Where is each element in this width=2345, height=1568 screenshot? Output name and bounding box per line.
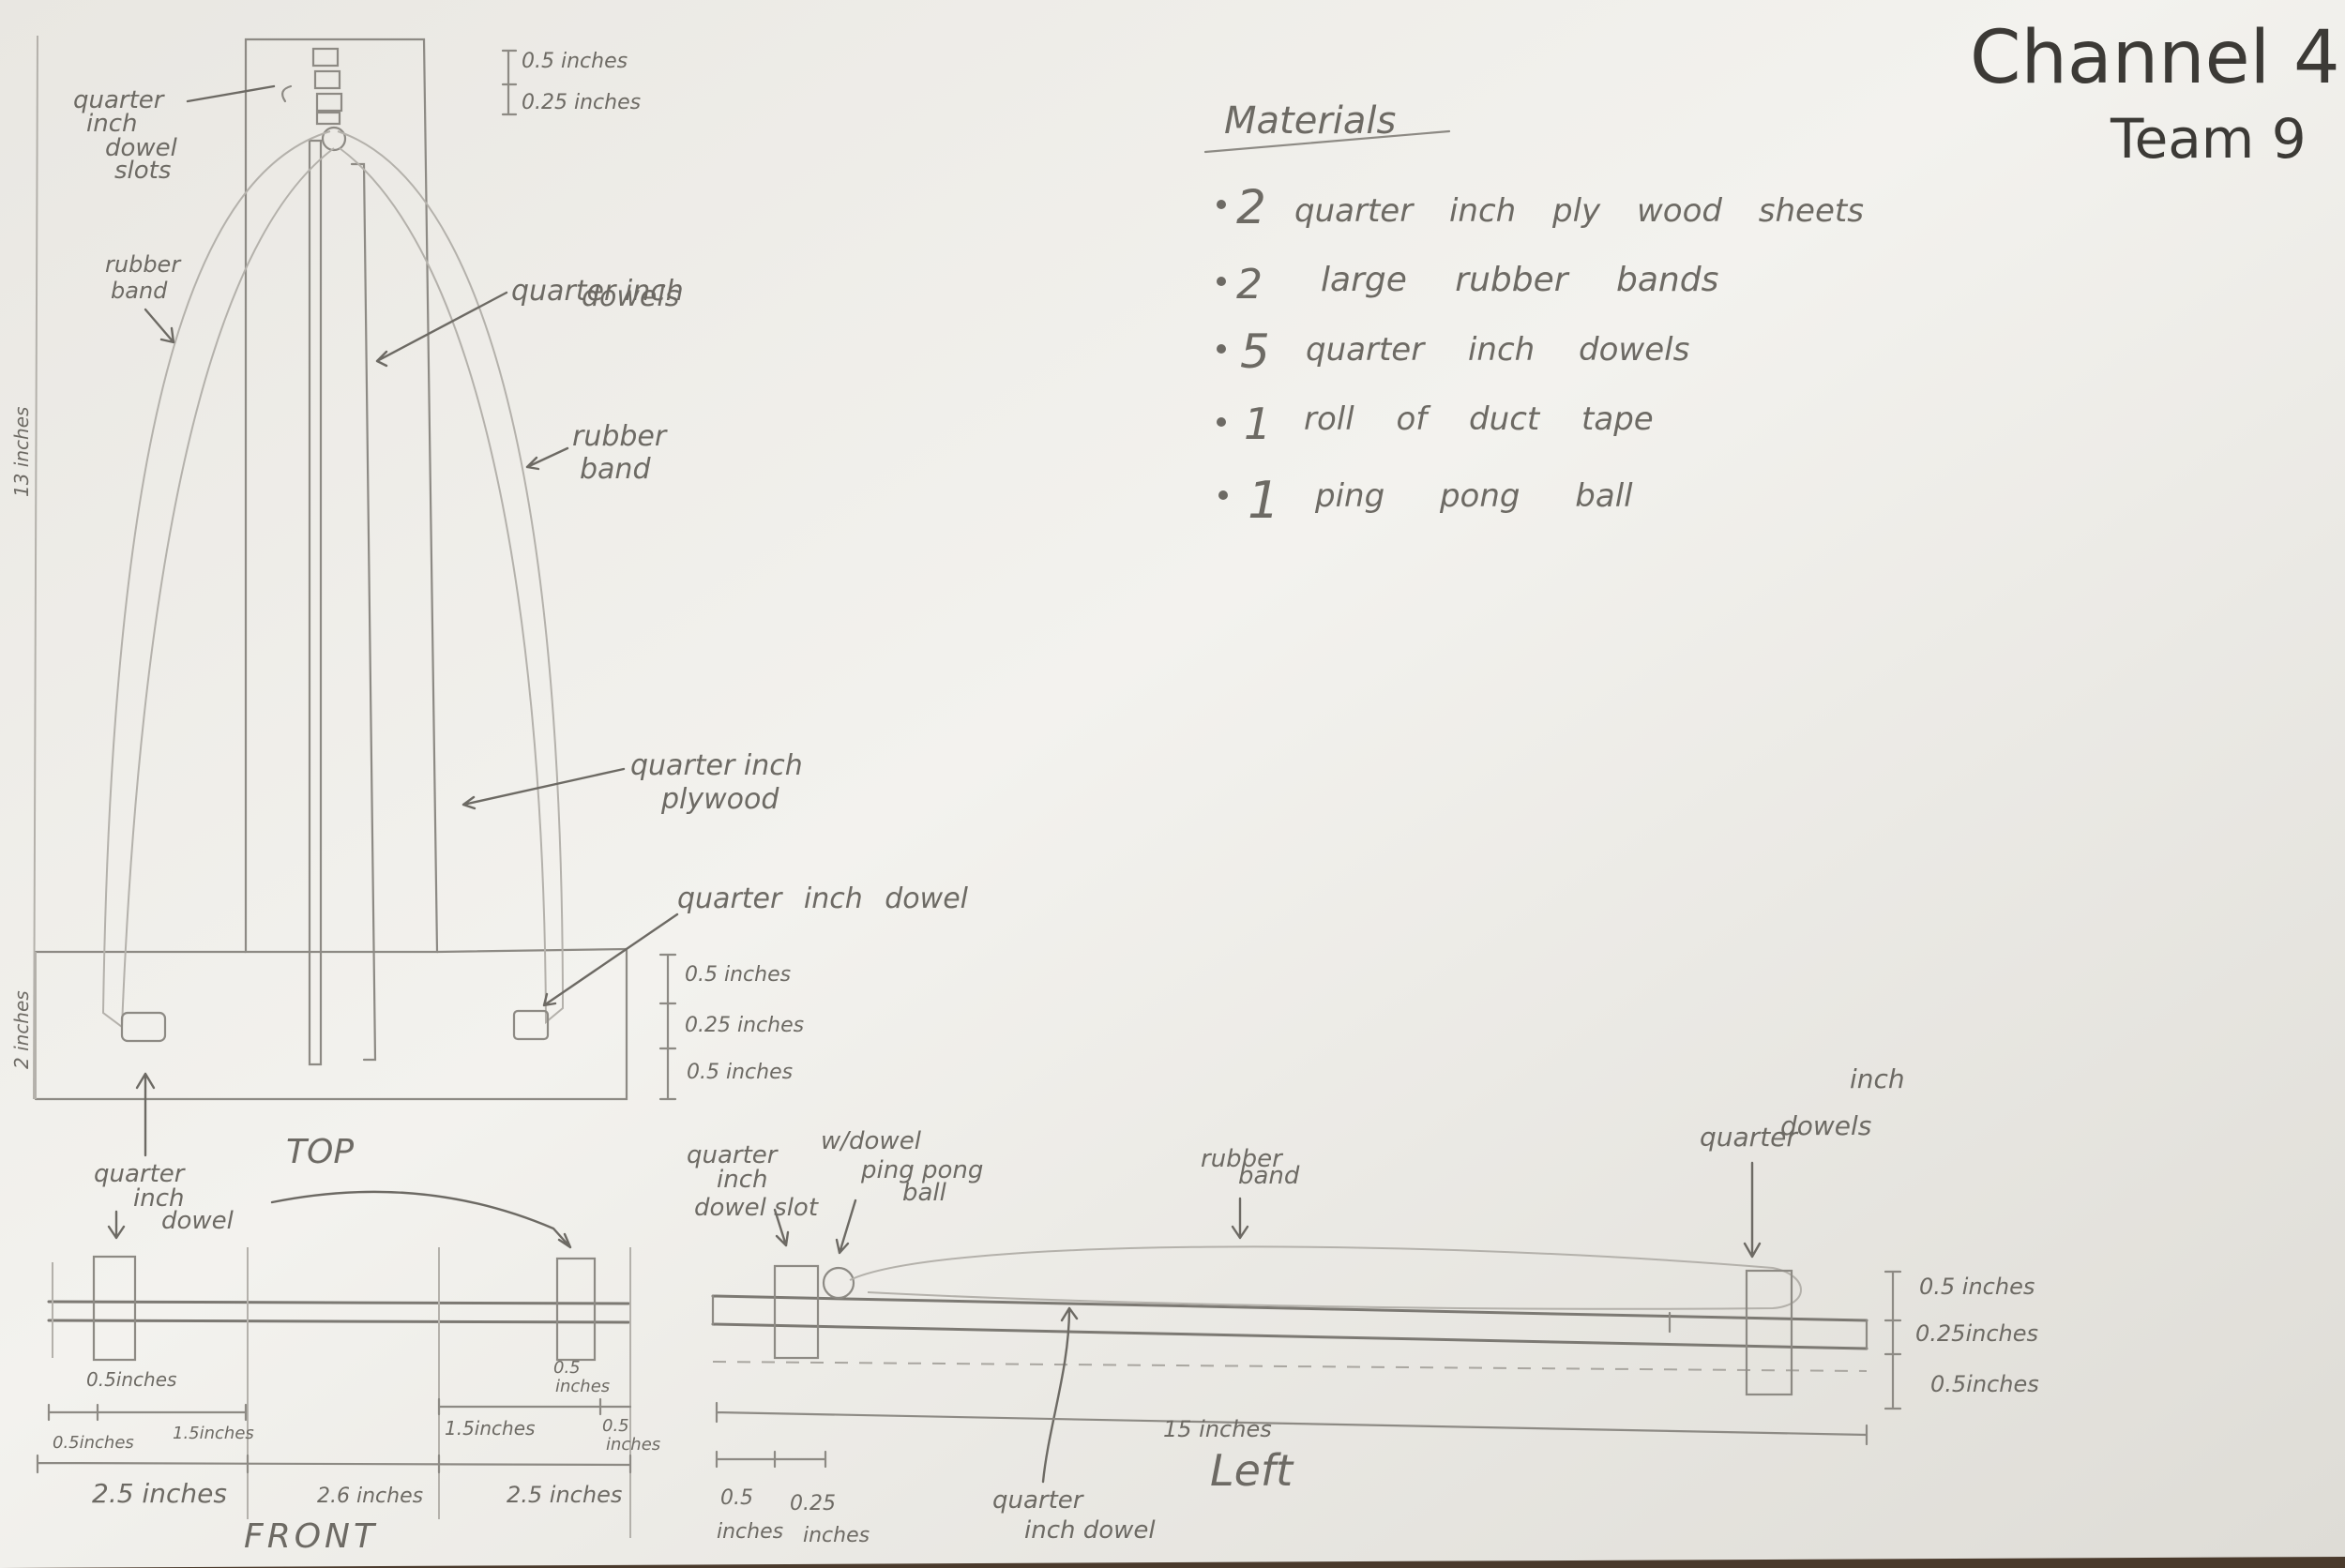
label-ping-pong-ball: w/dowel ping pong ball (821, 1127, 991, 1207)
dim-left-15: 15 inches (1163, 1416, 1272, 1442)
svg-text:quarter inch ply wood sheets: quarter inch ply wood sheets (1294, 192, 1864, 230)
plywood-base (34, 947, 628, 1101)
svg-text:quarter inch dowels: quarter inch dowels (1306, 331, 1689, 369)
left-slot (773, 1264, 820, 1360)
front-slot-right (555, 1257, 597, 1362)
materials-item-4: 1 roll of duct tape (1217, 399, 1654, 449)
dim-height-2: 2 inches (10, 990, 33, 1069)
label-rubber-band: rubber band (1201, 1145, 1300, 1190)
label-quarter-inch-dowels-left: quarter inch dowels (1700, 1063, 1914, 1153)
svg-text:5: 5 (1240, 324, 1270, 379)
svg-text:large rubber bands: large rubber bands (1321, 261, 1718, 299)
dim-left-0-25: 0.25inches (1915, 1320, 2038, 1347)
svg-text:2: 2 (1236, 180, 1266, 234)
ping-pong-ball-left (822, 1266, 855, 1300)
left-view-label: Left (1210, 1445, 1294, 1496)
svg-text:1: 1 (1248, 471, 1279, 530)
front-plank-bottom (47, 1319, 630, 1324)
dim-front-0-5-b: 0.5 inches (602, 1416, 660, 1455)
svg-text:2: 2 (1236, 261, 1263, 309)
dim-front-2-5-left: 2.5 inches (92, 1478, 227, 1509)
dim-base-0-5: 0.5 inches (685, 963, 791, 987)
dim-front-slot-left: 0.5inches (86, 1368, 176, 1391)
dim-front-slot-right: 0.5 inches (553, 1358, 610, 1396)
team-label: Team 9 (2110, 107, 2307, 171)
svg-text:ping pong ball: ping pong ball (1314, 477, 1633, 515)
title: Channel 4 News (1970, 16, 2345, 100)
label-rubber-band-left: rubber band (105, 251, 188, 304)
dim-front-2-5-right: 2.5 inches (507, 1482, 622, 1508)
front-view-label: FRONT (244, 1517, 378, 1556)
header: Channel 4 News Team 9 (1970, 16, 2345, 171)
materials-item-3: 5 quarter inch dowels (1217, 324, 1689, 379)
dim-base-0-25: 0.25 inches (685, 1014, 804, 1037)
dim-front-0-5: 0.5inches (53, 1433, 134, 1453)
materials-item-1: 2 quarter inch ply wood sheets (1217, 180, 1864, 234)
dim-top-0-25: 0.25 inches (522, 91, 641, 114)
center-dowel-left (308, 139, 323, 1066)
label-quarter-inch-plywood: quarter inch plywood (630, 749, 811, 816)
svg-text:roll of duct tape: roll of duct tape (1304, 400, 1654, 438)
left-dowel-block (1745, 1269, 1793, 1396)
label-quarter-inch-dowels: quarter inch dowels (511, 275, 692, 313)
svg-text:1: 1 (1244, 399, 1271, 449)
front-plank-top (47, 1300, 630, 1305)
rubber-band-left-view (849, 1245, 1802, 1310)
dim-left-slot-0-25: 0.25 inches (790, 1492, 870, 1547)
rubber-band-left (101, 130, 335, 1029)
left-plank-top (711, 1294, 1868, 1322)
left-view-drawing: quarter inch dowel slot w/dowel ping pon… (687, 1063, 2039, 1547)
base-dowel-left (120, 1011, 167, 1043)
dim-left-0-5: 0.5 inches (1919, 1274, 2035, 1300)
top-view-label: TOP (286, 1133, 354, 1171)
materials-heading: Materials (1224, 99, 1396, 143)
materials-item-2: 2 large rubber bands (1217, 261, 1718, 309)
dim-base-0-5-b: 0.5 inches (687, 1061, 793, 1084)
label-quarter-inch-dowel-right: quarter inch dowel (677, 882, 969, 915)
materials-list: Materials 2 quarter inch ply wood sheets… (1203, 99, 1864, 530)
label-left-slot: quarter inch dowel slot (687, 1141, 819, 1222)
label-quarter-inch-dowel-left: quarter inch dowel (94, 1160, 234, 1235)
dim-height-13: 13 inches (10, 407, 33, 497)
top-view-drawing: quarter inch dowel slots rubber band qua… (10, 35, 969, 1235)
front-view-drawing: 0.5inches 0.5 inches 0.5inches 1.5inches… (36, 1190, 660, 1556)
dim-top-0-5: 0.5 inches (522, 50, 628, 73)
dim-front-1-5-a: 1.5inches (173, 1424, 254, 1443)
materials-item-5: 1 ping pong ball (1218, 471, 1633, 530)
left-plank-bottom (711, 1322, 1868, 1350)
dim-front-1-5-b: 1.5inches (445, 1417, 535, 1440)
materials-underline (1203, 129, 1451, 154)
front-slot-left (92, 1255, 137, 1362)
label-dowel-slots: quarter inch dowel slots (73, 86, 185, 185)
dim-front-2-6-mid: 2.6 inches (317, 1485, 423, 1508)
label-rubber-band-right: rubber band (572, 420, 675, 486)
ping-pong-ball-top (321, 126, 347, 152)
dim-left-slot-0-5: 0.5 inches (717, 1486, 783, 1544)
dim-left-0-5-b: 0.5inches (1930, 1371, 2039, 1397)
base-dowel-right (512, 1009, 550, 1041)
rubber-band-right (337, 130, 565, 1025)
label-bottom-dowel: quarter inch dowel (992, 1486, 1156, 1545)
